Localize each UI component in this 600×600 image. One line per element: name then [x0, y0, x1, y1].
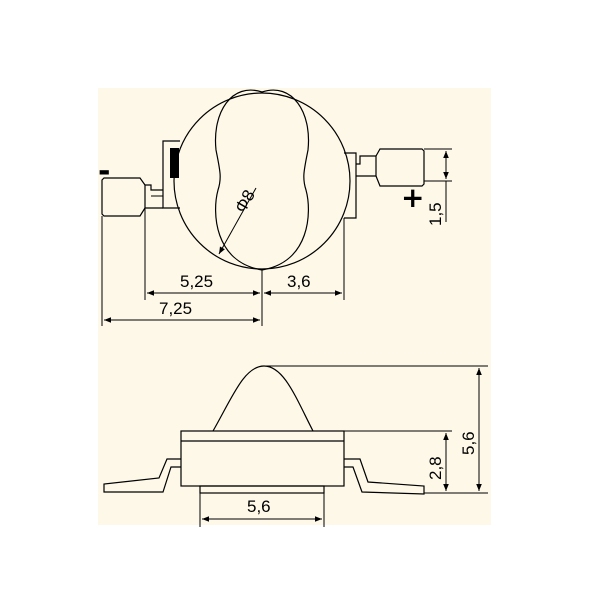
lens-circle [173, 92, 351, 270]
diameter-leader [218, 187, 257, 255]
dim-label-2-8: 2,8 [426, 456, 445, 480]
side-left-lead [103, 458, 181, 493]
dim-label-1-5: 1,5 [426, 202, 445, 226]
dim-label-5-25: 5,25 [180, 272, 213, 291]
top-view-panel [98, 88, 491, 342]
side-right-lead [344, 458, 425, 495]
top-view: - + Φ8 5,25 3,6 7,25 1,5 [98, 89, 452, 326]
dim-label-5-6-height: 5,6 [459, 431, 478, 455]
base-block [199, 485, 325, 494]
dim-label-7-25: 7,25 [159, 299, 192, 318]
left-lead-tab [101, 177, 146, 217]
left-lead-neck [144, 184, 163, 209]
dim-label-3-6: 3,6 [287, 272, 311, 291]
side-view-panel [98, 342, 491, 525]
side-view: 5,6 2,8 5,6 [103, 365, 488, 527]
plus-sign: + [401, 181, 424, 214]
right-lead-body [344, 152, 357, 219]
right-lead-tab [375, 148, 425, 187]
minus-bar [170, 148, 179, 178]
minus-sign: - [98, 154, 110, 189]
dim-label-5-6-bottom: 5,6 [247, 497, 271, 516]
